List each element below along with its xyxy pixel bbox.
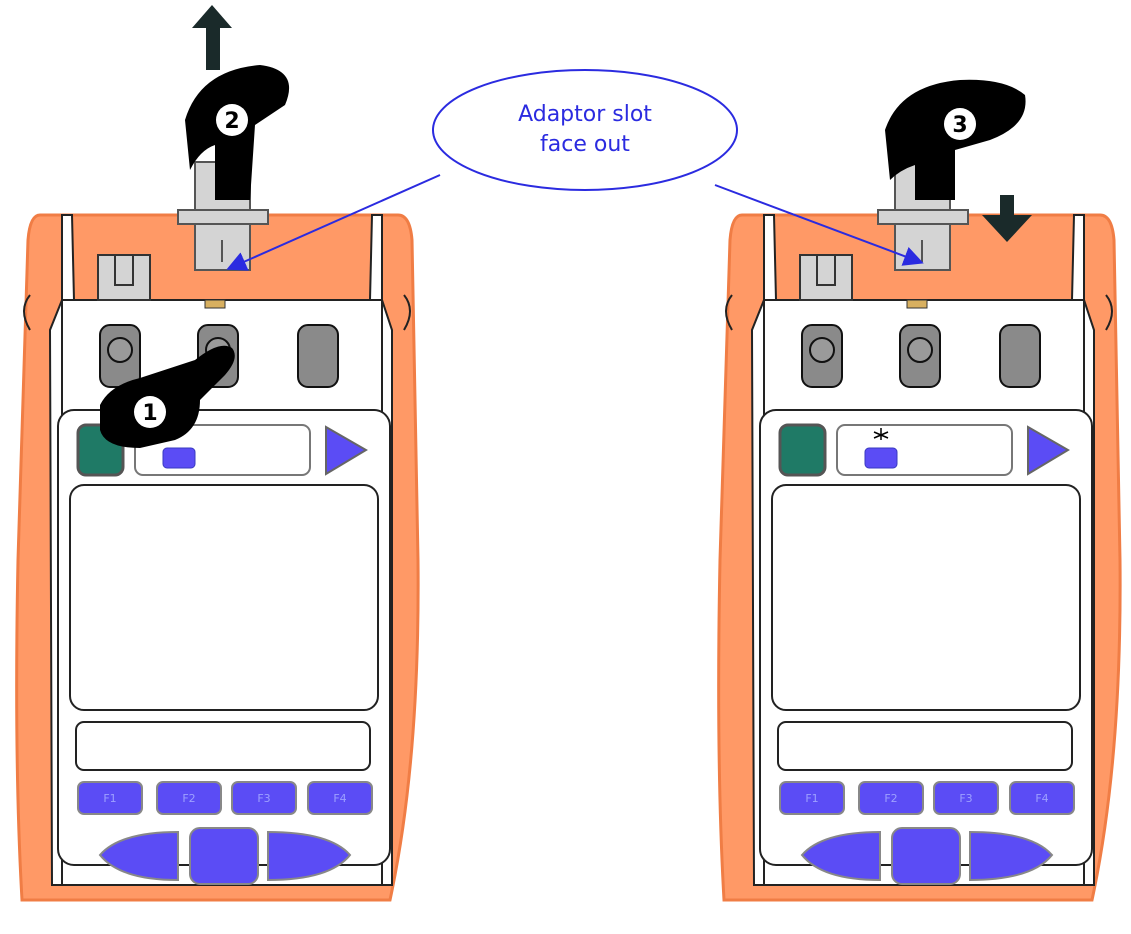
right-light-button[interactable] xyxy=(864,447,898,469)
right-f3-label: F3 xyxy=(959,792,972,805)
left-play-button[interactable] xyxy=(325,425,368,476)
left-f2-label: F2 xyxy=(182,792,195,805)
left-connector-port-1 xyxy=(97,254,151,301)
right-connector-port-1 xyxy=(799,254,853,301)
left-f1-label: F1 xyxy=(103,792,116,805)
step-2-number: 2 xyxy=(224,109,239,134)
step-3-number: 3 xyxy=(952,113,967,138)
right-power-meter-device: F1 F2 F3 F4 xyxy=(717,213,1122,902)
callout-pointer-right xyxy=(714,184,924,266)
right-f4-key[interactable] xyxy=(1009,781,1075,815)
down-arrow-icon xyxy=(982,195,1032,242)
up-arrow-icon xyxy=(192,5,232,70)
right-display-screen xyxy=(771,484,1081,711)
left-port-button-3[interactable] xyxy=(297,324,339,388)
left-f4-label: F4 xyxy=(333,792,346,805)
callout-line-2: face out xyxy=(540,132,630,157)
left-f1-key[interactable] xyxy=(77,781,143,815)
left-display-screen xyxy=(69,484,379,711)
callout-line-1: Adaptor slot xyxy=(518,102,652,127)
right-plus-key[interactable] xyxy=(969,830,1054,882)
left-f2-key[interactable] xyxy=(156,781,222,815)
left-power-meter-device: F1 F2 F3 F4 xyxy=(15,213,420,902)
left-light-button[interactable] xyxy=(162,447,196,469)
right-f2-label: F2 xyxy=(884,792,897,805)
right-f4-label: F4 xyxy=(1035,792,1048,805)
left-plus-key[interactable] xyxy=(267,830,352,882)
right-enter-key[interactable] xyxy=(891,827,961,885)
right-f3-key[interactable] xyxy=(933,781,999,815)
left-minus-key[interactable] xyxy=(98,830,179,882)
callout-ellipse xyxy=(432,69,738,191)
right-minus-key[interactable] xyxy=(800,830,881,882)
callout-pointer-left xyxy=(226,174,441,271)
right-power-button[interactable] xyxy=(778,423,827,477)
left-enter-key[interactable] xyxy=(189,827,259,885)
right-play-button[interactable] xyxy=(1027,425,1070,476)
left-f4-key[interactable] xyxy=(307,781,373,815)
right-f1-key[interactable] xyxy=(779,781,845,815)
callout-text: Adaptor slot face out xyxy=(440,100,730,160)
right-f2-key[interactable] xyxy=(858,781,924,815)
left-f3-label: F3 xyxy=(257,792,270,805)
hand-icon-step-3 xyxy=(885,79,1026,200)
right-f1-label: F1 xyxy=(805,792,818,805)
light-icon xyxy=(873,428,889,440)
step-1-number: 1 xyxy=(142,401,157,426)
left-f3-key[interactable] xyxy=(231,781,297,815)
hand-icon-step-1 xyxy=(100,345,235,448)
right-port-button-3[interactable] xyxy=(999,324,1041,388)
